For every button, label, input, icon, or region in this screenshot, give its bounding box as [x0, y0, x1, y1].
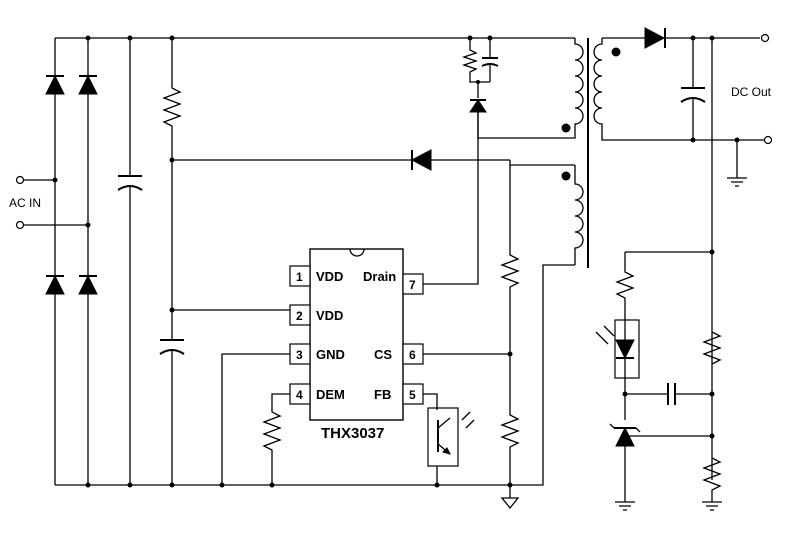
- pin-2-name: VDD: [316, 308, 343, 323]
- ac-terminal-1: [15, 175, 25, 185]
- bottom-rail-junctions: [85, 35, 493, 488]
- pin-3-number: 3: [296, 348, 303, 362]
- pin-1-number: 1: [296, 270, 303, 284]
- bridge-diode-1: [45, 74, 65, 95]
- snubber: [461, 38, 499, 113]
- output-stage: DC Out: [644, 27, 773, 187]
- sense-ground: [500, 497, 520, 510]
- dc-out-label: DC Out: [731, 85, 772, 99]
- ac-in-label: AC IN: [9, 196, 41, 210]
- aux-diode: [410, 149, 432, 171]
- pin-4-number: 4: [296, 388, 303, 402]
- optocoupler-transistor: [423, 393, 475, 485]
- startup-resistor: [162, 38, 182, 160]
- primary-dot: [561, 123, 571, 133]
- bridge-rectifier: [45, 38, 98, 485]
- bridge-diode-4: [78, 274, 98, 295]
- bulk-capacitor: [117, 38, 143, 485]
- controller-ic: 1 2 3 4 5 6 7 VDD VDD GND DEM FB CS Drai…: [289, 248, 424, 442]
- ac-input: AC IN: [9, 175, 91, 230]
- dc-out-terminal-pos: [760, 33, 770, 43]
- part-number-label: THX3037: [321, 425, 384, 442]
- feedback-network: [595, 38, 722, 511]
- aux-dot: [561, 171, 571, 181]
- pin-5-number: 5: [409, 388, 416, 402]
- drain-wire: [423, 112, 479, 285]
- transformer: [477, 37, 765, 268]
- pin-1-name: VDD: [316, 269, 343, 284]
- pin-5-name: FB: [374, 387, 391, 402]
- snubber-diode: [469, 99, 487, 113]
- dem-resistor: [262, 393, 290, 485]
- ac-terminal-2: [15, 220, 25, 230]
- sense-network: [423, 165, 520, 510]
- gnd-pin-wire: [221, 353, 290, 485]
- pin-6-name: CS: [374, 347, 392, 362]
- dc-out-terminal-neg: [763, 135, 773, 145]
- shunt-regulator: [615, 426, 635, 447]
- pin-7-number: 7: [409, 278, 416, 292]
- output-diode: [644, 27, 666, 49]
- pin-3-name: GND: [316, 347, 345, 362]
- bridge-diode-3: [45, 274, 65, 295]
- pin-4-name: DEM: [316, 387, 345, 402]
- pin-7-name: Drain: [363, 269, 396, 284]
- pin-2-number: 2: [296, 309, 303, 323]
- vdd-node: [159, 149, 575, 485]
- bridge-diode-2: [78, 74, 98, 95]
- secondary-dot: [611, 47, 621, 57]
- opto-led: [615, 339, 635, 360]
- pin-6-number: 6: [409, 348, 416, 362]
- bottom-rail: [55, 264, 575, 486]
